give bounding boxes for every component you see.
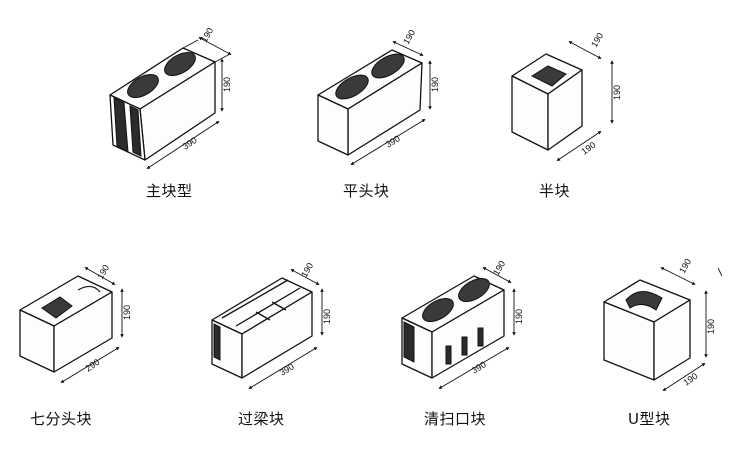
dim-length-label: 190 (681, 371, 699, 388)
block-half (511, 41, 614, 161)
block-cleanout (401, 267, 516, 389)
block-flat-head (317, 41, 432, 165)
dim-depth-label: 190 (299, 261, 315, 279)
dim-depth-label: 190 (677, 257, 693, 275)
dim-depth-label: 190 (589, 31, 605, 49)
block-lintel (211, 269, 324, 389)
caption-flat-head-block: 平头块 (343, 182, 390, 200)
caption-lintel-block: 过梁块 (238, 410, 285, 428)
dim-height-label: 190 (706, 319, 716, 334)
dim-depth-label: 190 (95, 263, 111, 281)
block-seven-tenths (19, 267, 124, 383)
block-u-shaped (603, 267, 723, 391)
block-main (109, 37, 232, 169)
dim-length-label: 390 (278, 361, 296, 377)
dim-height-label: 190 (322, 309, 332, 324)
dim-height-label: 190 (612, 85, 622, 100)
dim-depth-label: 190 (491, 259, 507, 277)
dim-height-label: 190 (430, 77, 440, 92)
dim-depth-label: 190 (401, 28, 417, 46)
caption-seven-tenths-block: 七分头块 (30, 410, 93, 428)
dim-height-label: 190 (514, 309, 524, 324)
dim-length-label: 390 (181, 135, 199, 152)
dim-depth-label: 190 (199, 26, 215, 44)
caption-cleanout-block: 清扫口块 (424, 410, 487, 428)
caption-main-block: 主块型 (146, 182, 193, 200)
dim-height-label: 190 (222, 77, 232, 92)
dim-height-label: 190 (122, 305, 132, 320)
caption-half-block: 半块 (539, 182, 571, 200)
caption-u-block: U型块 (628, 410, 671, 428)
dim-length-label: 190 (579, 140, 597, 157)
